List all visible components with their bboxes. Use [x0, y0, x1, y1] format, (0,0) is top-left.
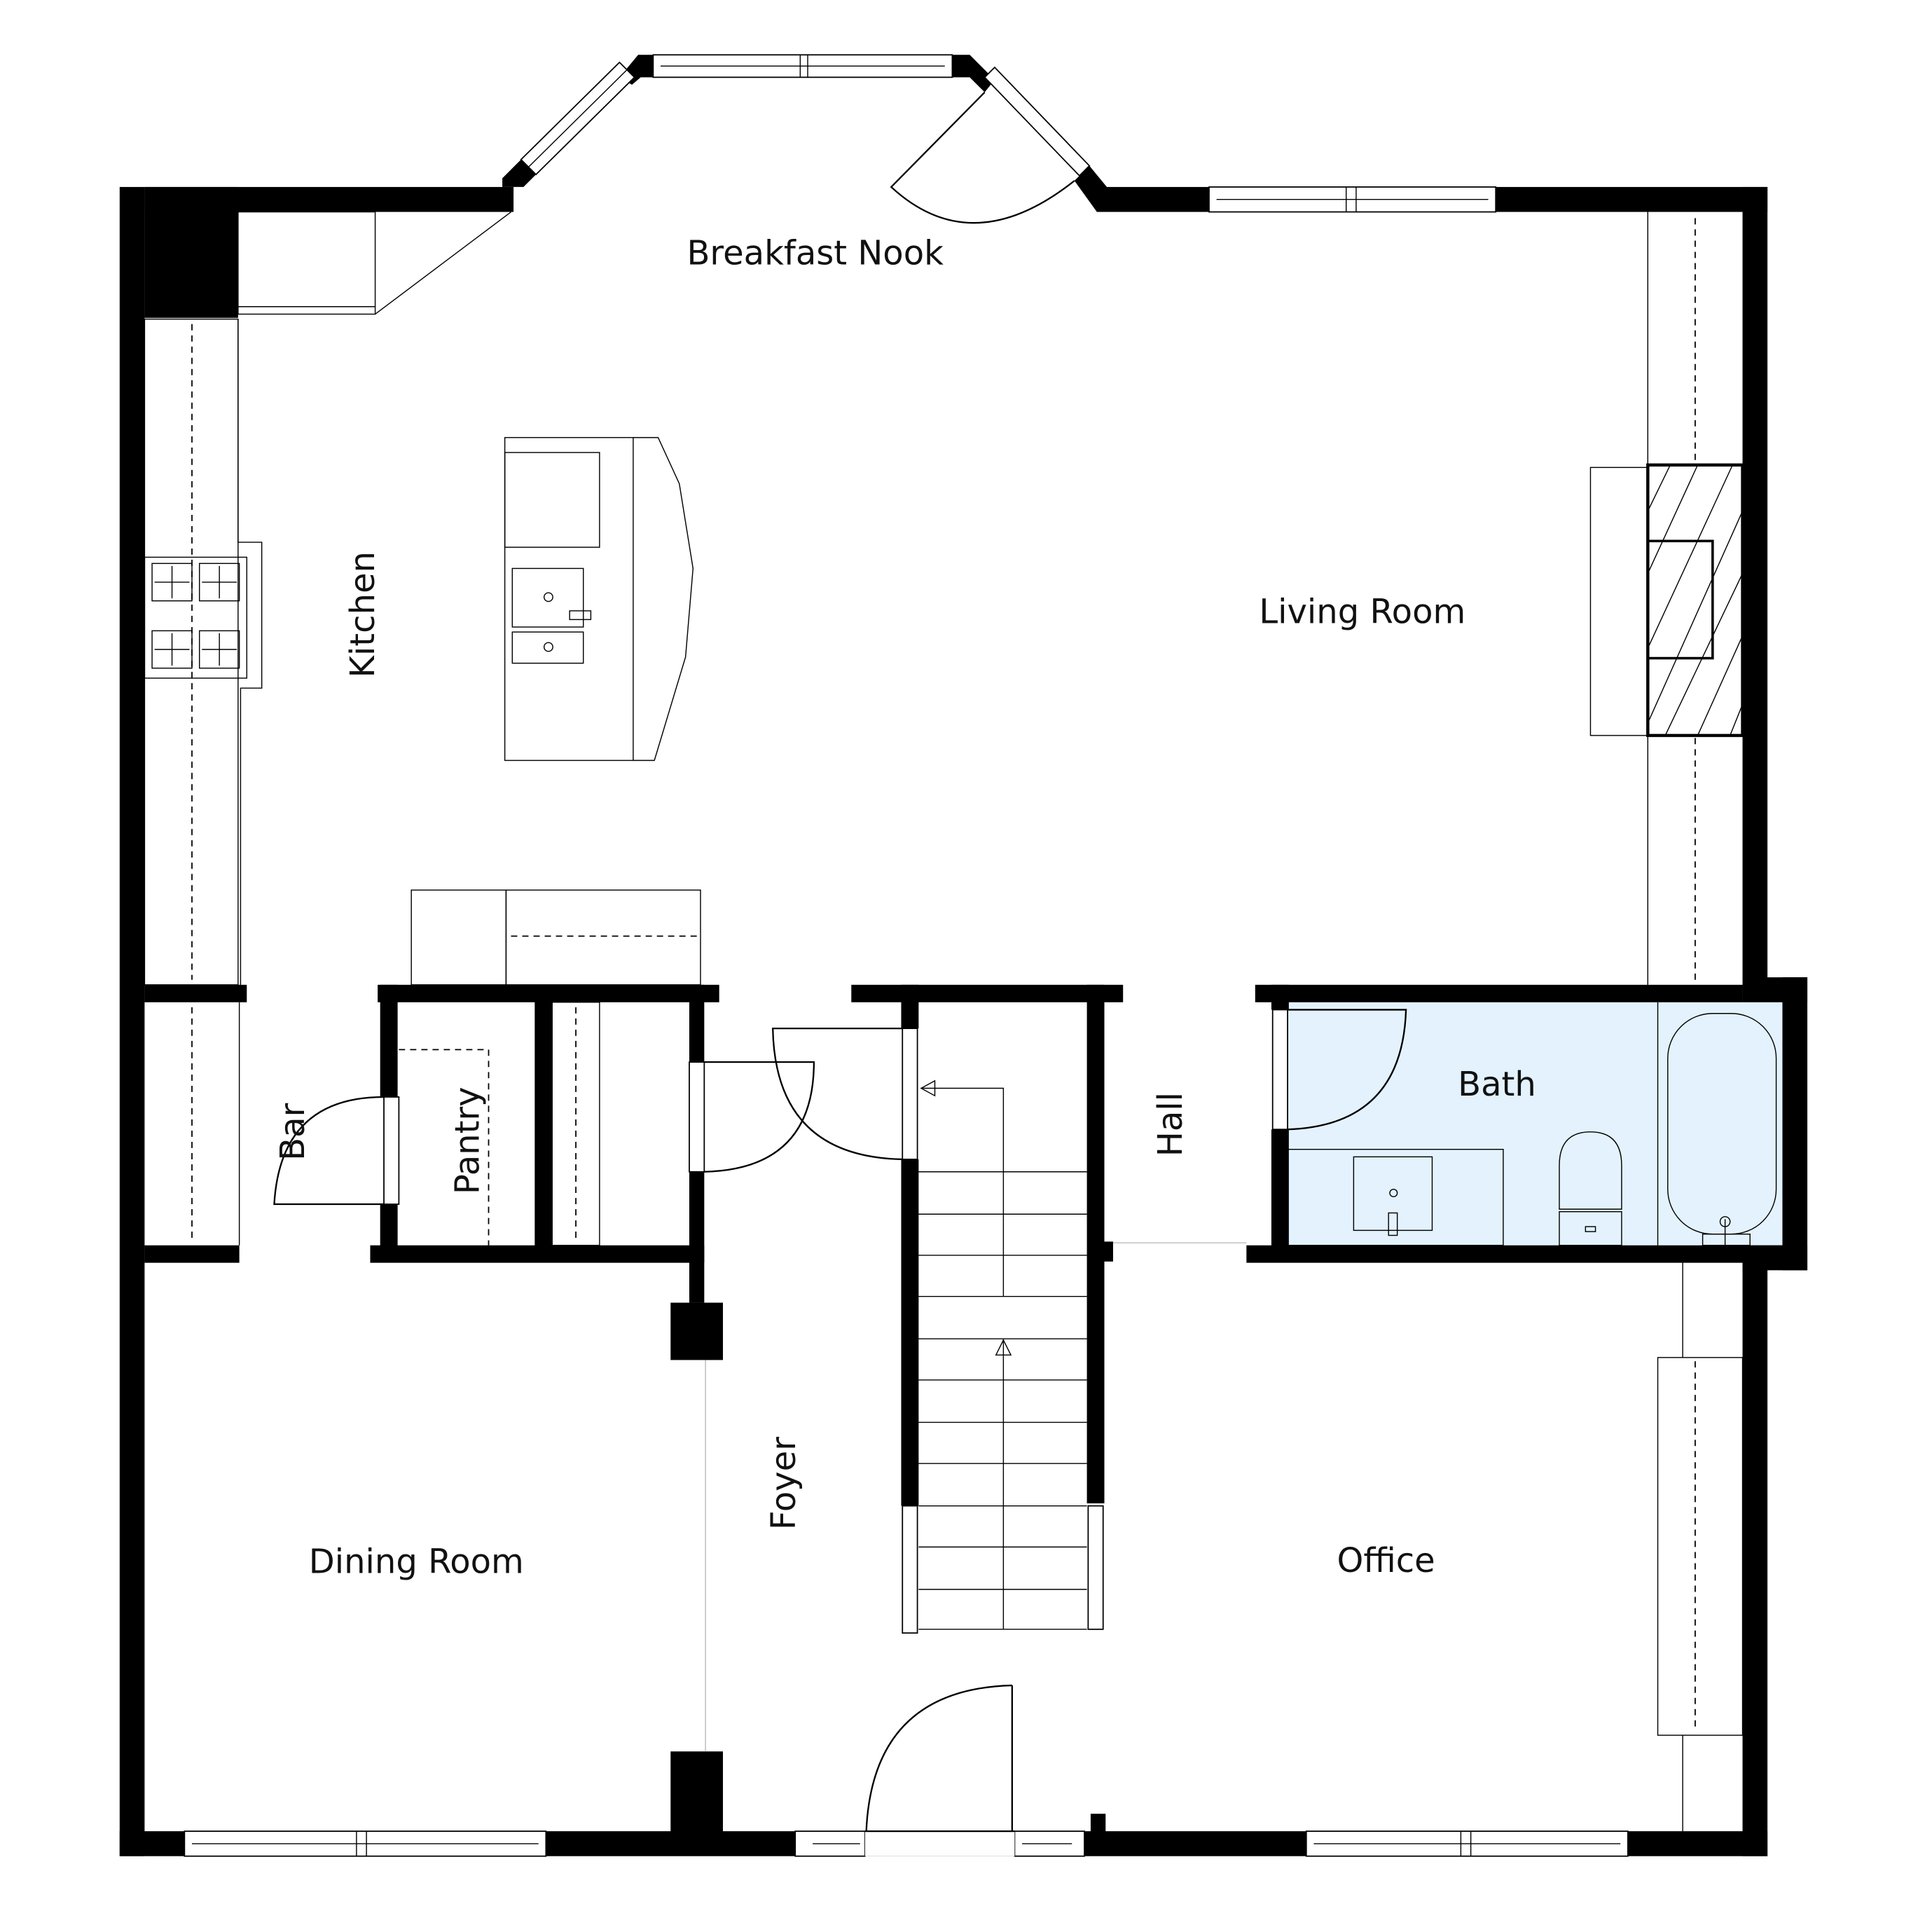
island-sink-icon — [511, 567, 592, 664]
room-label-pantry: Pantry — [448, 1086, 487, 1194]
closet-shelf — [551, 1002, 600, 1246]
bath-fill — [1288, 1000, 1783, 1246]
bottom-windows — [184, 1830, 1629, 1857]
room-label-breakfast-nook: Breakfast Nook — [686, 233, 944, 272]
interior-walls — [144, 984, 1783, 1839]
bar-closet — [191, 1002, 240, 1246]
room-label-bar: Bar — [273, 1103, 312, 1160]
bathtub-icon — [1657, 1002, 1777, 1246]
fireplace-icon — [1589, 463, 1744, 738]
exterior-walls — [119, 55, 1808, 1856]
room-label-bath: Bath — [1458, 1065, 1536, 1104]
vanity-sink-icon — [1287, 1149, 1504, 1246]
toilet-icon — [1559, 1131, 1622, 1246]
room-label-living-room: Living Room — [1259, 593, 1465, 632]
living-built-in — [1647, 212, 1696, 985]
bar-door[interactable] — [273, 1096, 400, 1206]
stair-door[interactable] — [772, 1027, 918, 1161]
room-label-hall: Hall — [1151, 1092, 1190, 1157]
room-label-dining-room: Dining Room — [309, 1543, 524, 1582]
bath-door[interactable] — [1271, 1009, 1407, 1131]
front-door[interactable] — [864, 1684, 1015, 1856]
kitchen-cabinet-bottom — [410, 889, 701, 986]
bay-window — [520, 54, 1091, 177]
kitchen-island — [504, 436, 694, 761]
cooktop-icon — [144, 556, 248, 679]
room-label-kitchen: Kitchen — [343, 551, 382, 678]
room-label-office: Office — [1337, 1541, 1435, 1580]
pantry-shelf — [399, 1049, 490, 1246]
office-built-in — [1657, 1262, 1744, 1832]
room-label-foyer: Foyer — [764, 1437, 803, 1530]
staircase-icon — [902, 1079, 1104, 1634]
top-window — [1208, 186, 1497, 213]
closet-door[interactable] — [689, 1061, 815, 1173]
nook-door-swing — [890, 91, 1075, 224]
